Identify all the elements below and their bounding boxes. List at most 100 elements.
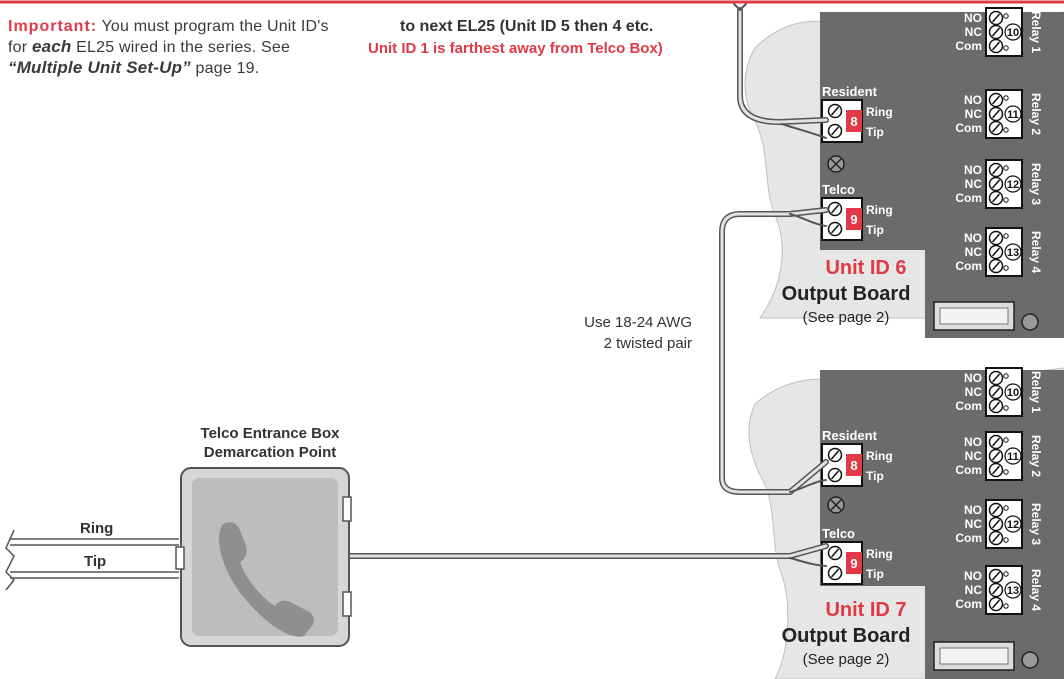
- unit-7-relay-1-nc: NC: [965, 385, 983, 399]
- unit-7-relay-2-number-bg: [1004, 447, 1022, 465]
- unit-7-telco-ring: Ring: [866, 547, 893, 561]
- unit-7-resident-number-bg: [846, 454, 862, 476]
- incoming-tip-label: Tip: [84, 553, 107, 570]
- wiring: [347, 3, 829, 567]
- unit-6-relay-4-number-bg: [1004, 243, 1022, 261]
- terminal-screw: [827, 565, 843, 581]
- terminal-screw: [827, 123, 843, 139]
- phone-handset-icon: [219, 522, 314, 637]
- unit-6-relay-1-number: 10: [1007, 27, 1019, 39]
- unit-7-relay-4-number: 13: [1007, 585, 1019, 597]
- unit-7-relay-2-nc: NC: [965, 449, 983, 463]
- unit-6-telco-number: 9: [850, 212, 857, 227]
- terminal-screw: [988, 434, 1004, 450]
- terminal-screw: [988, 106, 1004, 122]
- unit-7-relay-2-label: Relay 2: [1029, 435, 1043, 477]
- unit-7-relay-3-no: NO: [964, 503, 982, 517]
- unit-7-see-page: (See page 2): [803, 651, 890, 668]
- unit-6-see-page: (See page 2): [803, 309, 890, 326]
- note-text-2: EL25 wired in the series. See: [76, 39, 291, 56]
- unit-7-telco-number-bg: [846, 552, 862, 574]
- line-break-mark: [5, 529, 16, 591]
- unit-6-relay-1-number-bg: [1004, 23, 1022, 41]
- unit-7-relay-2-no: NO: [964, 435, 982, 449]
- header-line-2: Unit ID 1 is farthest away from Telco Bo…: [368, 40, 663, 57]
- unit-7-relay-4-com: Com: [955, 597, 982, 611]
- terminal-screw: [988, 38, 1004, 54]
- note-text-1: You must program the Unit ID's for: [8, 18, 329, 56]
- unit-7-relay-1-no: NO: [964, 371, 982, 385]
- unit-6-relay-4-no: NO: [964, 231, 982, 245]
- terminal-screw: [988, 530, 1004, 546]
- terminal-screw: [988, 230, 1004, 246]
- terminal-screw: [988, 582, 1004, 598]
- important-note: Important: You must program the Unit ID'…: [8, 17, 338, 79]
- unit-7-relay-4-nc: NC: [965, 583, 983, 597]
- unit-6-relay-4-com: Com: [955, 259, 982, 273]
- telco-entrance-box: [175, 467, 352, 647]
- unit-6-telco-ring: Ring: [866, 203, 893, 217]
- terminal-screw: [988, 516, 1004, 532]
- unit-7-relay-3-number: 12: [1007, 519, 1019, 531]
- wire-spec-line-1: Use 18-24 AWG: [584, 314, 692, 331]
- terminal-screw: [988, 24, 1004, 40]
- terminal-screw: [827, 103, 843, 119]
- unit-6-resident-label: Resident: [822, 84, 878, 99]
- unit-7-output-board-title: Output Board: [782, 625, 911, 647]
- telco-box-title-line-1: Telco Entrance Box: [200, 425, 340, 442]
- note-ref: “Multiple Unit Set-Up”: [8, 58, 191, 77]
- unit-6-relay-2-label: Relay 2: [1029, 93, 1043, 135]
- unit-7-relay-2-com: Com: [955, 463, 982, 477]
- terminal-screw: [988, 448, 1004, 464]
- unit-7-relay-3-number-bg: [1004, 515, 1022, 533]
- unit-6-relay-1-no: NO: [964, 11, 982, 25]
- unit-6-relay-2-no: NO: [964, 93, 982, 107]
- unit-7-relay-4-label: Relay 4: [1029, 569, 1043, 611]
- unit-7-relay-1-number-bg: [1004, 383, 1022, 401]
- important-label: Important:: [8, 18, 98, 35]
- unit-6-relay-4-label: Relay 4: [1029, 231, 1043, 273]
- unit-6-relay-2-number: 11: [1007, 109, 1019, 121]
- unit-6-relay-2-number-bg: [1004, 105, 1022, 123]
- terminal-screw: [988, 92, 1004, 108]
- telco-box-title: Telco Entrance Box Demarcation Point: [170, 424, 370, 462]
- unit-6-id: Unit ID 6: [825, 257, 906, 279]
- telco-box-title-line-2: Demarcation Point: [203, 444, 337, 461]
- unit-7-relay-2-number: 11: [1007, 451, 1019, 463]
- unit-6-relay-3-number-bg: [1004, 175, 1022, 193]
- unit-7-relay-3-label: Relay 3: [1029, 503, 1043, 545]
- terminal-screw: [827, 201, 843, 217]
- unit-7-resident-number: 8: [850, 458, 857, 473]
- unit-6-relay-4-nc: NC: [965, 245, 983, 259]
- terminal-screw: [988, 502, 1004, 518]
- note-each: each: [31, 37, 72, 56]
- unit-7-relay-1-label: Relay 1: [1029, 371, 1043, 413]
- terminal-screw: [988, 384, 1004, 400]
- incoming-telco-lines: [5, 529, 179, 591]
- unit-6-relay-3-no: NO: [964, 163, 982, 177]
- unit-6-relay-3-label: Relay 3: [1029, 163, 1043, 205]
- unit-6-resident-ring: Ring: [866, 105, 893, 119]
- terminal-screw: [988, 568, 1004, 584]
- unit-7-resident-ring: Ring: [866, 449, 893, 463]
- unit-6-relay-2-nc: NC: [965, 107, 983, 121]
- unit-6-telco-label: Telco: [822, 182, 855, 197]
- unit-7-relay-3-com: Com: [955, 531, 982, 545]
- unit-7-telco-tip: Tip: [866, 567, 884, 581]
- unit-6-output-board-title: Output Board: [782, 283, 911, 305]
- unit-6-relay-1-label: Relay 1: [1029, 11, 1043, 53]
- terminal-screw: [988, 190, 1004, 206]
- terminal-screw: [827, 447, 843, 463]
- incoming-ring-label: Ring: [80, 520, 114, 537]
- terminal-screw: [988, 596, 1004, 612]
- unit-7-id: Unit ID 7: [825, 599, 906, 621]
- unit-6-relay-2-com: Com: [955, 121, 982, 135]
- unit-6-telco-number-bg: [846, 208, 862, 230]
- unit-6-telco-tip: Tip: [866, 223, 884, 237]
- terminal-screw: [988, 162, 1004, 178]
- unit-6-relay-3-com: Com: [955, 191, 982, 205]
- unit-6-resident-number-bg: [846, 110, 862, 132]
- terminal-screw: [988, 398, 1004, 414]
- unit-6-relay-4-number: 13: [1007, 247, 1019, 259]
